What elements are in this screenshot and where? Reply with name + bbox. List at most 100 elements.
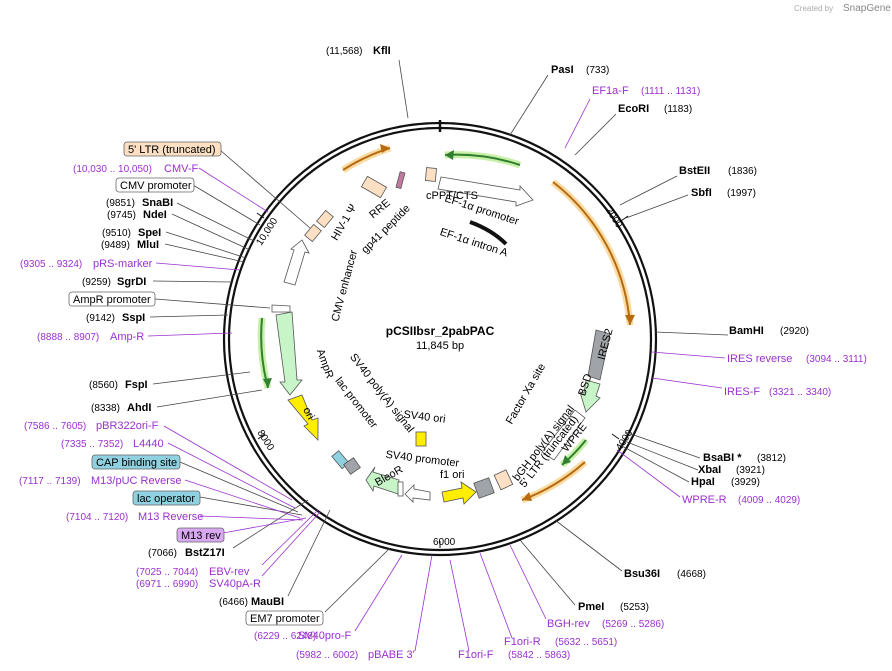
site-pos-bsabi: (3812)	[757, 453, 786, 464]
site-pos-bamhi: (2920)	[780, 326, 809, 337]
box-label-lac-operator: lac operator	[137, 493, 195, 505]
site-name-mlui: MluI	[137, 239, 159, 251]
tick-label-8000: 8000	[255, 428, 277, 453]
primer-name-l4440: L4440	[133, 438, 164, 450]
site-name-ahdi: AhdI	[127, 402, 151, 414]
site-name-kfli: KflI	[373, 45, 391, 57]
site-name-bsteii: BstEII	[679, 165, 710, 177]
site-name-sgrdi: SgrDI	[117, 276, 146, 288]
site-pos-pmei: (5253)	[620, 602, 649, 613]
primer-name-sv40pro-f: SV40pro-F	[298, 630, 351, 642]
tick-label-4000: 4000	[614, 428, 636, 453]
primer-name-prs-marker: pRS-marker	[93, 258, 153, 270]
primer-name-m13-puc-reverse: M13/pUC Reverse	[91, 475, 181, 487]
feature-label-ampr: AmpR	[314, 347, 336, 380]
leader-lines	[147, 59, 729, 652]
box-cmv-promoter: CMV promoter	[115, 177, 195, 193]
feature-label-cmv-enhancer: CMV enhancer	[330, 249, 361, 323]
primer-pos-sv40pro-f: (6229 .. 6248)	[254, 631, 316, 642]
site-pos-pasi: (733)	[586, 65, 609, 76]
primer-pos-ires-reverse: (3094 .. 3111)	[806, 354, 867, 365]
box-5ltr-truncated: 5' LTR (truncated)	[123, 141, 222, 157]
primer-pos-f1ori-f: (5842 .. 5863)	[508, 650, 570, 661]
tick-label-2000: 2000	[603, 206, 625, 231]
site-pos-xbai: (3921)	[736, 465, 765, 476]
site-pos-sspi: (9142)	[86, 313, 115, 324]
primer-name-pbabe3: pBABE 3'	[368, 649, 415, 661]
site-name-sspi: SspI	[122, 312, 145, 324]
box-label-5ltr-truncated: 5' LTR (truncated)	[128, 144, 215, 156]
site-name-fspi: FspI	[125, 379, 148, 391]
primer-name-pbr322ori-f: pBR322ori-F	[96, 420, 159, 432]
site-pos-bstz17i: (7066)	[148, 548, 177, 559]
box-lac-operator: lac operator	[132, 490, 201, 506]
box-m13-rev: M13 rev	[176, 527, 225, 543]
primer-name-f1ori-r: F1ori-R	[504, 636, 541, 648]
site-name-bsu36i: Bsu36I	[624, 568, 660, 580]
site-pos-spei: (9510)	[102, 228, 131, 239]
primer-pos-sv40pa-r: (6971 .. 6990)	[136, 579, 198, 590]
site-pos-fspi: (8560)	[89, 380, 118, 391]
box-ampr-promoter: AmpR promoter	[68, 291, 156, 307]
site-pos-ndei: (9745)	[107, 210, 136, 221]
primer-pos-m13-reverse: (7104 .. 7120)	[66, 512, 128, 523]
primer-name-ebv-rev: EBV-rev	[209, 566, 250, 578]
primer-name-ires-f: IRES-F	[724, 386, 760, 398]
site-pos-bsu36i: (4668)	[677, 569, 706, 580]
plasmid-size: 11,845 bp	[416, 340, 464, 352]
primer-pos-bgh-rev: (5269 .. 5286)	[602, 619, 664, 630]
site-name-bamhi: BamHI	[729, 325, 764, 337]
primer-name-bgh-rev: BGH-rev	[547, 618, 590, 630]
primer-name-amp-r: Amp-R	[110, 331, 144, 343]
site-pos-hpai: (3929)	[731, 477, 760, 488]
site-name-sbfi: SbfI	[691, 187, 712, 199]
site-pos-sbfi: (1997)	[727, 188, 756, 199]
site-name-snabi: SnaBI	[142, 197, 173, 209]
feature-label-sv40-polya: SV40 poly(A) signal	[347, 351, 416, 435]
primer-pos-ebv-rev: (7025 .. 7044)	[136, 567, 198, 578]
box-label-m13-rev: M13 rev	[181, 530, 221, 542]
credit-brand: SnapGene	[843, 3, 891, 14]
primer-name-f1ori-f: F1ori-F	[458, 649, 494, 661]
inner-features	[271, 167, 611, 505]
box-em7-promoter: EM7 promoter	[245, 610, 324, 626]
primer-pos-l4440: (7335 .. 7352)	[61, 439, 123, 450]
site-pos-sgrdi: (9259)	[82, 277, 111, 288]
feature-label-factor-xa-site: Factor Xa site	[504, 362, 548, 427]
primer-name-sv40pa-r: SV40pA-R	[209, 578, 261, 590]
primer-pos-pbr322ori-f: (7586 .. 7605)	[24, 421, 86, 432]
site-pos-bsteii: (1836)	[728, 166, 757, 177]
box-label-cap-binding-site: CAP binding site	[96, 457, 177, 469]
site-pos-mlui: (9489)	[101, 240, 130, 251]
feature-label-cppt-cts: cPPT/CTS	[426, 190, 478, 202]
site-pos-ahdi: (8338)	[91, 403, 120, 414]
primer-name-m13-reverse: M13 Reverse	[138, 511, 203, 523]
site-name-maubi: MauBI	[251, 596, 284, 608]
primer-pos-cmv-f: (10,030 .. 10,050)	[73, 164, 152, 175]
feature-label-ef1a-intron-a: EF-1α intron A	[438, 226, 509, 259]
primer-pos-m13-puc-reverse: (7117 .. 7139)	[19, 476, 81, 487]
primer-pos-ef1a-f: (1111 .. 1131)	[641, 86, 700, 97]
primer-pos-ires-f: (3321 .. 3340)	[769, 387, 831, 398]
primer-pos-pbabe3: (5982 .. 6002)	[296, 650, 358, 661]
tick-label-6000: 6000	[433, 537, 456, 548]
primer-pos-f1ori-r: (5632 .. 5651)	[555, 637, 617, 648]
site-name-spei: SpeI	[138, 227, 161, 239]
box-label-em7-promoter: EM7 promoter	[250, 613, 320, 625]
site-name-ecori: EcoRI	[618, 103, 649, 115]
site-pos-ecori: (1183)	[664, 104, 692, 115]
plasmid-name: pCSIIbsr_2pabPAC	[386, 324, 495, 338]
feature-label-hiv-1-psi: HIV-1 Ψ	[329, 202, 359, 242]
site-pos-maubi: (6466)	[219, 597, 248, 608]
primer-name-wpre-r: WPRE-R	[682, 494, 727, 506]
site-name-bsabi: BsaBI *	[703, 452, 742, 464]
site-name-pasi: PasI	[551, 64, 574, 76]
primer-pos-wpre-r: (4009 .. 4029)	[738, 495, 800, 506]
primer-pos-amp-r: (8888 .. 8907)	[37, 332, 99, 343]
feature-label-f1-ori: f1 ori	[440, 469, 464, 481]
site-name-xbai: XbaI	[698, 464, 721, 476]
primer-name-cmv-f: CMV-F	[164, 163, 199, 175]
site-name-ndei: NdeI	[143, 209, 167, 221]
box-cap-binding-site: CAP binding site	[91, 454, 181, 470]
